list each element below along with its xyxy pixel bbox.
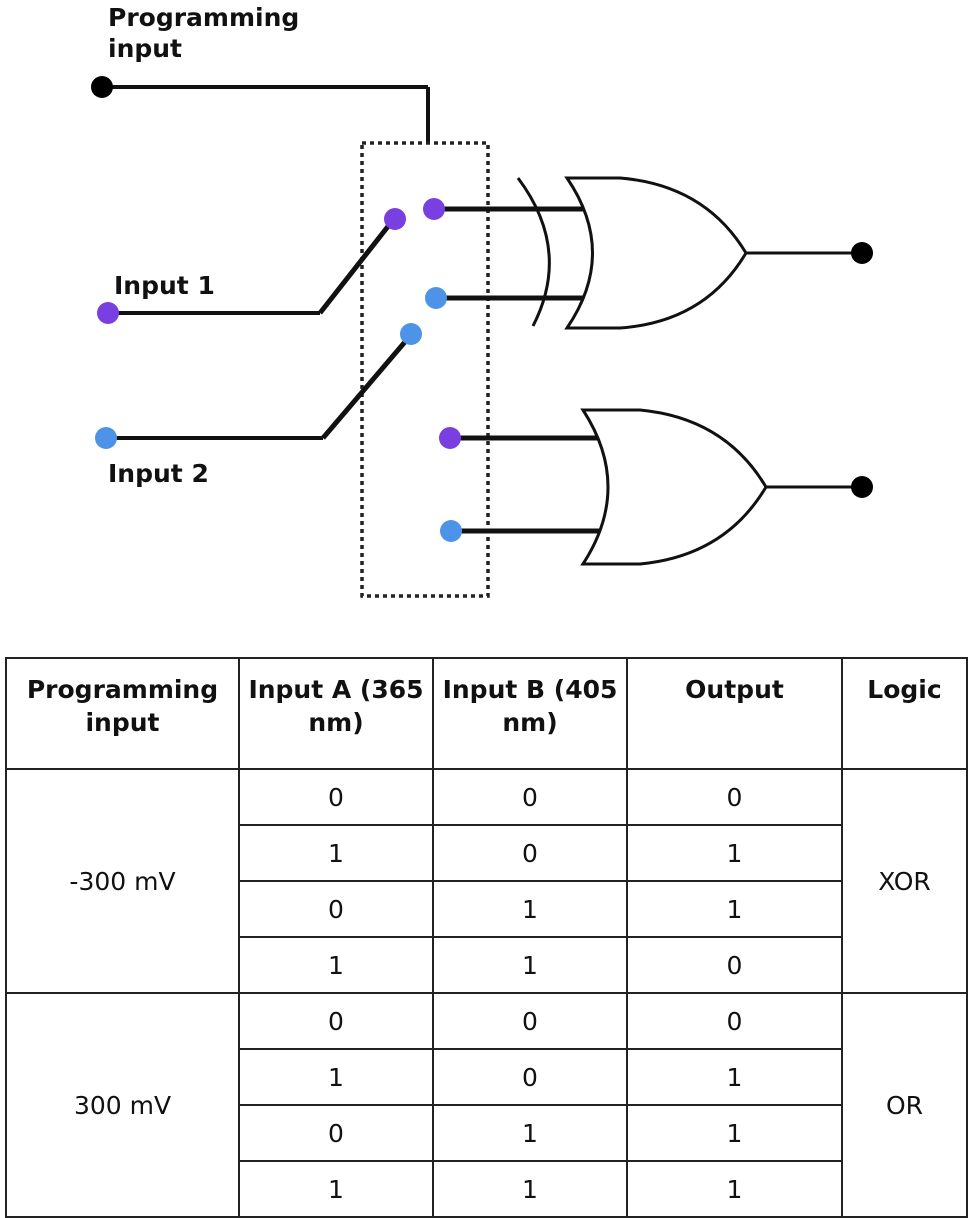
table-row: 1 0 1 [6, 824, 967, 882]
circuit-svg [91, 76, 873, 598]
table-row: 0 1 1 [6, 880, 967, 938]
output-cell: 1 [626, 1048, 843, 1106]
input-a-cell: 0 [238, 768, 434, 826]
table-row: 300 mV 0 0 0 OR [5, 992, 968, 1218]
input-b-cell: 0 [432, 1048, 628, 1106]
input-1-terminal [97, 302, 119, 324]
output-cell: 1 [626, 824, 843, 882]
table-row: 1 0 1 [6, 1048, 967, 1106]
xor-gate-body [564, 176, 748, 330]
logic-cell: OR [841, 992, 968, 1218]
output-cell: 0 [626, 768, 843, 826]
xor-output-terminal [851, 242, 873, 264]
input-b-cell: 0 [432, 992, 628, 1050]
truth-table: Programming input Input A (365 nm) Input… [5, 657, 968, 1218]
output-cell: 0 [626, 992, 843, 1050]
programming-value-cell: 300 mV [5, 992, 240, 1218]
output-cell: 0 [626, 936, 843, 994]
output-cell: 1 [626, 880, 843, 938]
header-input-b: Input B (405 nm) [432, 657, 628, 770]
table-row: -300 mV 0 0 0 XOR [5, 768, 968, 994]
input-2-terminal [95, 427, 117, 449]
input-a-cell: 0 [238, 880, 434, 938]
xor-gate-back-curve [516, 177, 551, 327]
truth-table-header-row: Programming input Input A (365 nm) Input… [5, 657, 968, 770]
output-cell: 1 [626, 1104, 843, 1162]
logic-circuit-diagram: Programming input Input 1 Input 2 [91, 3, 873, 598]
programming-value-cell: -300 mV [5, 768, 240, 994]
xor-input-a-contact [423, 198, 445, 220]
input-2-switch-contact [400, 323, 422, 345]
input-b-cell: 0 [432, 768, 628, 826]
input-b-cell: 1 [432, 1104, 628, 1162]
input-a-cell: 1 [238, 1048, 434, 1106]
input-b-cell: 1 [432, 1160, 628, 1218]
logic-cell: XOR [841, 768, 968, 994]
programming-input-label: Programming input [108, 3, 300, 63]
input-a-cell: 1 [238, 824, 434, 882]
input-1-label: Input 1 [114, 271, 215, 300]
or-input-b-contact [440, 520, 462, 542]
input-2-switch-arm [321, 334, 412, 440]
header-logic: Logic [841, 657, 968, 770]
output-cell: 1 [626, 1160, 843, 1218]
or-output-terminal [851, 476, 873, 498]
switch-box [360, 141, 490, 598]
input-a-cell: 0 [238, 1104, 434, 1162]
input-b-cell: 0 [432, 824, 628, 882]
input-b-cell: 1 [432, 880, 628, 938]
input-1-switch-arm [318, 218, 395, 315]
or-input-a-contact [439, 427, 461, 449]
header-programming-input: Programming input [5, 657, 240, 770]
header-input-a: Input A (365 nm) [238, 657, 434, 770]
input-b-cell: 1 [432, 936, 628, 994]
input-2-label: Input 2 [108, 459, 209, 488]
xor-input-b-contact [425, 287, 447, 309]
input-1-switch-contact [384, 208, 406, 230]
input-a-cell: 1 [238, 936, 434, 994]
input-a-cell: 1 [238, 1160, 434, 1218]
programming-terminal [91, 76, 113, 98]
table-row: 0 1 1 [6, 1104, 967, 1162]
table-row: 1 1 0 [6, 936, 967, 994]
or-gate-body [580, 408, 768, 566]
header-output: Output [626, 657, 843, 770]
input-a-cell: 0 [238, 992, 434, 1050]
